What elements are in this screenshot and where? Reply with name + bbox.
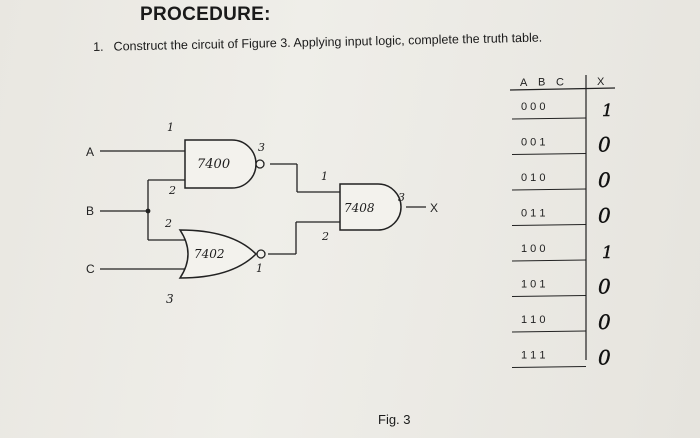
nand-pin-out-label: 3 bbox=[258, 141, 265, 154]
nor-pin-in-label: 2 bbox=[164, 217, 172, 230]
figure-caption: Fig. 3 bbox=[378, 412, 411, 427]
truth-table-header-a: A bbox=[520, 77, 528, 89]
truth-table-inputs: 0 0 1 bbox=[521, 137, 545, 149]
and-pin-in2-label: 2 bbox=[321, 230, 329, 243]
truth-table-output-x: 0 bbox=[598, 346, 611, 370]
input-label-c: C bbox=[86, 262, 95, 276]
truth-table-output-x: 0 bbox=[598, 310, 611, 334]
nand-pin-in2-label: 2 bbox=[168, 184, 176, 197]
circuit-wires bbox=[100, 150, 426, 270]
junction-dot bbox=[145, 208, 151, 214]
truth-table-inputs: 1 1 1 bbox=[521, 350, 545, 362]
truth-table-row-rule bbox=[511, 188, 587, 191]
truth-table-inputs: 0 1 0 bbox=[521, 172, 545, 184]
truth-table-header-c: C bbox=[556, 76, 564, 88]
truth-table-output-x: 1 bbox=[602, 243, 613, 263]
truth-table-output-x: 0 bbox=[598, 204, 611, 228]
truth-table-row-rule bbox=[511, 259, 587, 262]
truth-table-inputs: 1 0 1 bbox=[521, 279, 545, 291]
truth-table-inputs: 0 1 1 bbox=[521, 208, 545, 220]
output-label-x: X bbox=[430, 201, 438, 215]
truth-table-header-b: B bbox=[538, 77, 545, 89]
truth-table-header-x: X bbox=[597, 76, 605, 88]
truth-table-row-rule bbox=[511, 330, 587, 333]
truth-table-row-rule bbox=[511, 152, 587, 156]
nand-chip-label: 7400 bbox=[197, 157, 230, 172]
input-label-b: B bbox=[86, 204, 94, 218]
nand-bubble bbox=[255, 159, 265, 169]
truth-table-inputs: 1 1 0 bbox=[521, 314, 545, 326]
nand-gate bbox=[184, 139, 265, 189]
and-pin-out-label: 3 bbox=[398, 191, 405, 204]
nor-pin-out-label: 1 bbox=[256, 262, 263, 275]
and-gate bbox=[339, 183, 402, 231]
table-header-rule bbox=[509, 87, 616, 91]
truth-table-output-x: 0 bbox=[598, 133, 611, 157]
truth-table-row-rule bbox=[511, 294, 587, 298]
truth-table-inputs: 0 0 0 bbox=[521, 101, 545, 113]
nor-pin-in2-label: 3 bbox=[166, 292, 174, 306]
input-label-a: A bbox=[86, 145, 94, 159]
truth-table-inputs: 1 0 0 bbox=[521, 243, 545, 255]
truth-table-row-rule bbox=[511, 223, 587, 227]
and-chip-label: 7408 bbox=[344, 201, 375, 215]
truth-table-output-x: 0 bbox=[598, 168, 611, 192]
truth-table-row-rule bbox=[511, 365, 587, 369]
nor-chip-label: 7402 bbox=[194, 247, 225, 261]
nand-pin-in-label: 1 bbox=[167, 121, 174, 134]
truth-table-output-x: 1 bbox=[602, 101, 613, 121]
and-pin-in-label: 1 bbox=[321, 170, 328, 183]
truth-table-row-rule bbox=[511, 117, 587, 120]
nor-gate bbox=[178, 229, 266, 279]
handwritten-annotations: 7400 1 2 3 7402 2 3 1 7408 1 2 3 bbox=[164, 121, 405, 306]
truth-table-output-x: 0 bbox=[598, 275, 611, 299]
procedure-heading: PROCEDURE: bbox=[140, 4, 271, 25]
nor-bubble bbox=[256, 249, 266, 259]
